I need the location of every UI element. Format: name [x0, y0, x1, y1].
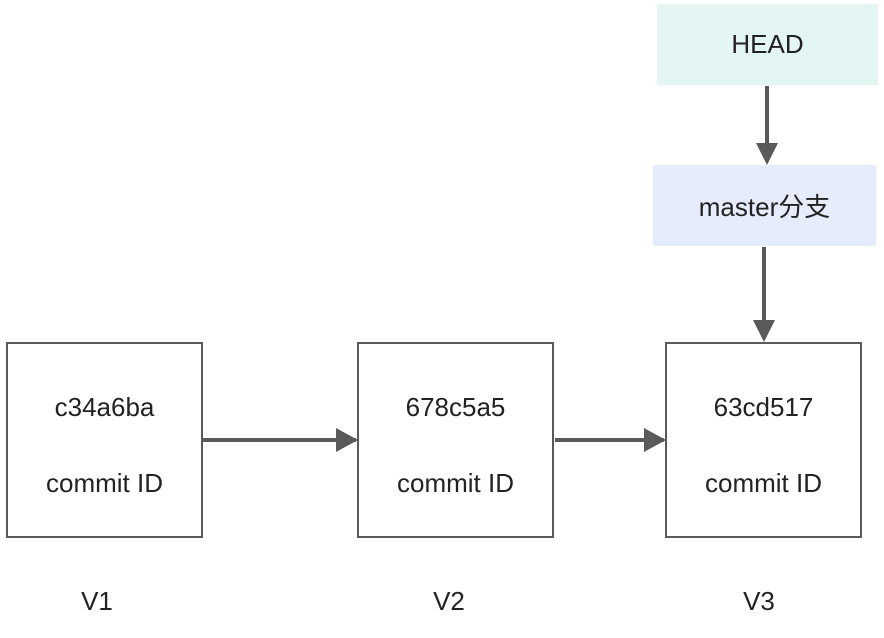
version-label-v2: V2	[433, 586, 465, 616]
commit-hash: 678c5a5	[405, 392, 506, 422]
commit-box-v3: 63cd517 commit ID	[665, 342, 862, 538]
commit-label: commit ID	[397, 468, 514, 498]
head-label: HEAD	[731, 29, 804, 59]
commit-box-v1: c34a6ba commit ID	[6, 342, 203, 538]
branch-label: master分支	[698, 192, 831, 222]
version-label-v3: V3	[743, 586, 775, 616]
arrowhead-head-to-branch	[756, 143, 778, 165]
version-label-v1: V1	[81, 586, 113, 616]
branch-box: master分支	[653, 165, 876, 246]
arrowhead-branch-to-v3	[753, 320, 775, 342]
commit-label: commit ID	[705, 468, 822, 498]
commit-box-v2: 678c5a5 commit ID	[357, 342, 554, 538]
arrowhead-v1-to-v2	[336, 428, 358, 452]
head-box: HEAD	[657, 4, 878, 85]
commit-hash: 63cd517	[713, 392, 814, 422]
commit-label: commit ID	[46, 468, 163, 498]
commit-hash: c34a6ba	[54, 392, 155, 422]
arrowhead-v2-to-v3	[644, 428, 666, 452]
